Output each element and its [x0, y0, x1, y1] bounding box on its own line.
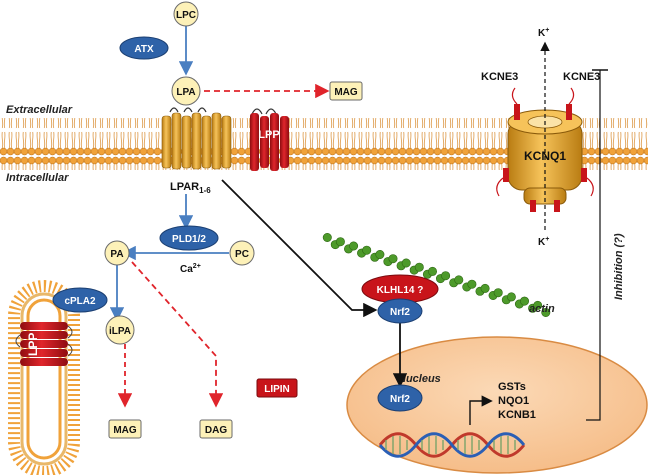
nrf2-nucleus-node — [377, 384, 423, 412]
lpa-node — [171, 76, 201, 106]
lipin-node — [256, 378, 298, 398]
actin-bead — [519, 296, 529, 306]
ilpa-node — [105, 315, 135, 345]
target-gene-nqo1: NQO1 — [498, 395, 529, 407]
dna-helix — [378, 432, 526, 458]
actin-bead — [454, 275, 464, 285]
intracellular-label: Intracellular — [6, 172, 69, 184]
actin-label: actin — [529, 303, 555, 315]
nrf2-cyto-node — [377, 298, 423, 324]
actin-bead — [375, 250, 385, 260]
actin-bead — [401, 258, 411, 268]
lpp-vesicle-protein — [15, 322, 73, 366]
nucleus-label: Nucleus — [398, 373, 441, 385]
actin-bead — [493, 288, 503, 298]
nrf2-nucleus-label: Nrf2 — [390, 394, 410, 405]
calcium-label: Ca2+ — [180, 263, 201, 275]
atx-label: ATX — [134, 44, 154, 55]
inhibition-label: Inhibition (?) — [613, 233, 625, 300]
lpp-membrane-protein — [250, 108, 289, 171]
lpar-receptor — [161, 107, 232, 170]
lpc-label: LPC — [176, 10, 196, 21]
actin-bead — [467, 279, 477, 289]
k-top-label: K+ — [538, 27, 549, 39]
k-bottom-label: K+ — [538, 236, 549, 248]
dag-node — [199, 419, 233, 439]
actin-bead — [480, 283, 490, 293]
pc-label: PC — [235, 249, 249, 260]
actin-bead — [441, 271, 451, 281]
mag-bottom-label: MAG — [113, 425, 137, 436]
actin-bead — [349, 241, 359, 251]
lpc-node — [173, 1, 199, 27]
actin-bead — [414, 262, 424, 272]
mag-bottom-node — [108, 419, 142, 439]
mag-top-label: MAG — [334, 87, 358, 98]
actin-bead — [335, 237, 345, 247]
arrow-pa-dag — [131, 261, 224, 408]
arrow-lpar-nrf2 — [221, 179, 378, 318]
vesicle — [8, 280, 80, 475]
lipin-label: LIPIN — [264, 384, 290, 395]
arrow-nrf2-targets — [469, 395, 493, 425]
ilpa-label: iLPA — [109, 326, 131, 337]
actin-filament — [322, 233, 551, 317]
actin-bead — [533, 300, 543, 310]
cpla2-node — [52, 287, 108, 313]
lpp-vesicle-label: LPP — [26, 333, 40, 356]
atx-node — [119, 36, 169, 60]
lpar-label: LPAR1-6 — [170, 181, 211, 195]
mag-top-node — [329, 81, 363, 101]
actin-bead — [427, 266, 437, 276]
extracellular-label: Extracellular — [6, 104, 73, 116]
kcne3-right-label: KCNE3 — [563, 71, 600, 83]
target-gene-gsts: GSTs — [498, 381, 526, 393]
inhibition-line — [586, 70, 601, 421]
cpla2-label: cPLA2 — [64, 296, 96, 307]
actin-bead — [506, 292, 516, 302]
nrf2-cyto-label: Nrf2 — [390, 307, 410, 318]
actin-bead — [362, 245, 372, 255]
klhl14-label: KLHL14 ? — [377, 285, 424, 296]
lpa-label: LPA — [176, 87, 195, 98]
pld-node — [159, 225, 219, 251]
pa-label: PA — [110, 249, 123, 260]
pa-node — [104, 240, 130, 266]
lpp-membrane-label: LPP — [258, 129, 279, 141]
actin-bead — [388, 254, 398, 264]
dag-label: DAG — [205, 425, 227, 436]
pc-node — [229, 240, 255, 266]
target-gene-kcnb1: KCNB1 — [498, 409, 536, 421]
actin-bead — [541, 307, 551, 317]
pld-label: PLD1/2 — [172, 234, 206, 245]
kcne3-left-label: KCNE3 — [481, 71, 518, 83]
actin-bead — [322, 233, 332, 243]
